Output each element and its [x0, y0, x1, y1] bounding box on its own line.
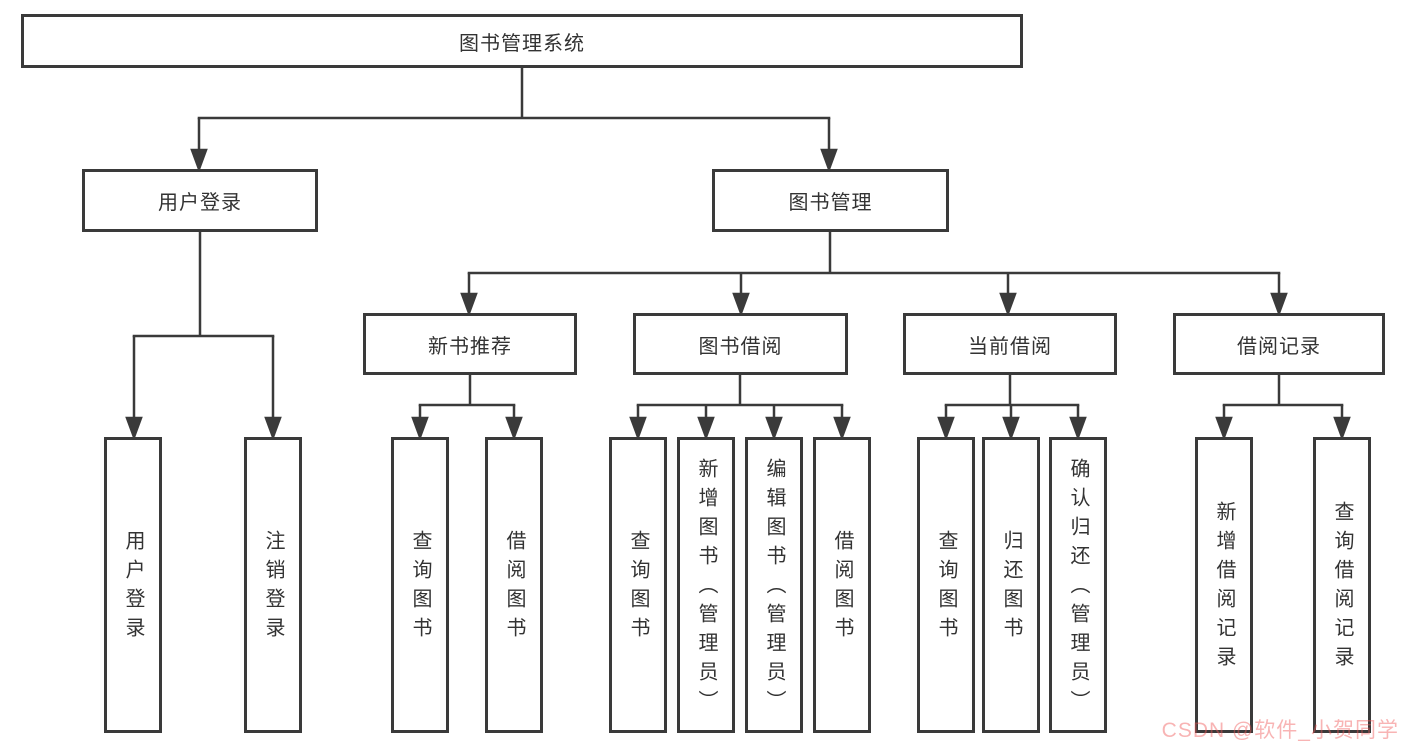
- leaf-add-borrow-record: 新增借阅记录: [1195, 437, 1253, 733]
- leaf-borrow-books: 借阅图书: [813, 437, 871, 733]
- node-book-management: 图书管理: [712, 169, 949, 232]
- leaf-return-books: 归还图书: [982, 437, 1040, 733]
- leaf-borrow-books-recommend: 借阅图书: [485, 437, 543, 733]
- leaf-confirm-return-admin: 确认归还（管理员）: [1049, 437, 1107, 733]
- node-current-borrowing: 当前借阅: [903, 313, 1117, 375]
- node-library-management-system: 图书管理系统: [21, 14, 1023, 68]
- node-book-borrowing: 图书借阅: [633, 313, 848, 375]
- leaf-query-books-borrow: 查询图书: [609, 437, 667, 733]
- leaf-query-books-recommend: 查询图书: [391, 437, 449, 733]
- csdn-watermark: CSDN @软件_小贺同学: [1161, 719, 1399, 742]
- leaf-edit-book-admin: 编辑图书（管理员）: [745, 437, 803, 733]
- leaf-add-book-admin: 新增图书（管理员）: [677, 437, 735, 733]
- leaf-query-books-current: 查询图书: [917, 437, 975, 733]
- leaf-user-login: 用户登录: [104, 437, 162, 733]
- node-new-book-recommend: 新书推荐: [363, 313, 577, 375]
- node-user-login: 用户登录: [82, 169, 318, 232]
- leaf-query-borrow-record: 查询借阅记录: [1313, 437, 1371, 733]
- node-borrow-records: 借阅记录: [1173, 313, 1385, 375]
- leaf-logout: 注销登录: [244, 437, 302, 733]
